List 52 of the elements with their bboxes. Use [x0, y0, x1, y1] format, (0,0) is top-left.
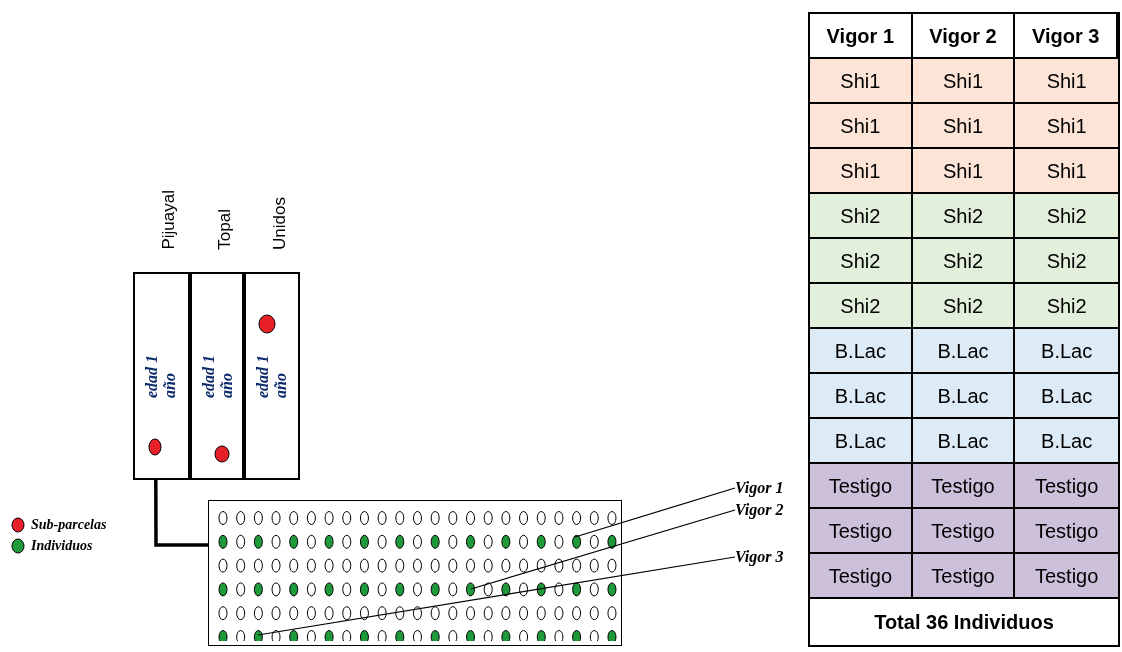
table-cell: Shi2: [1015, 284, 1118, 329]
table-cell: Shi2: [1015, 239, 1118, 284]
table-cell: B.Lac: [912, 329, 1016, 374]
table-cell: B.Lac: [1015, 419, 1118, 464]
column-label: Topal: [215, 209, 233, 250]
table-cell: Shi1: [1015, 59, 1118, 104]
table-cell: Testigo: [1015, 464, 1118, 509]
plot-age-label: edad 1 año: [200, 354, 236, 398]
table-cell: Shi1: [912, 149, 1016, 194]
table-cell: Testigo: [1015, 554, 1118, 599]
table-cell: Shi1: [1015, 104, 1118, 149]
table-cell: B.Lac: [912, 419, 1016, 464]
legend-label: Sub-parcelas: [31, 518, 107, 532]
legend-label: Individuos: [31, 539, 93, 553]
table-cell: B.Lac: [810, 374, 913, 419]
vigor-label: Vigor 2: [735, 499, 784, 521]
table-cell: B.Lac: [912, 374, 1016, 419]
vigor-label: Vigor 1: [735, 477, 784, 499]
table-cell: B.Lac: [1015, 374, 1118, 419]
plot-age-label: edad 1 año: [254, 354, 290, 398]
table-cell: Shi2: [1015, 194, 1118, 239]
table-cell: Shi1: [912, 59, 1016, 104]
table-cell: Shi2: [810, 194, 913, 239]
table-cell: B.Lac: [810, 419, 913, 464]
leader-line: [574, 487, 736, 538]
table-cell: Shi1: [912, 104, 1016, 149]
column-label: Unidos: [270, 197, 288, 250]
table-cell: Shi1: [810, 104, 913, 149]
table-cell: Shi2: [912, 194, 1016, 239]
table-cell: Testigo: [912, 554, 1016, 599]
table-cell: B.Lac: [1015, 329, 1118, 374]
table-cell: Testigo: [810, 554, 913, 599]
connector-line: [154, 480, 208, 547]
table-cell: Testigo: [912, 464, 1016, 509]
table-cell: Shi1: [810, 149, 913, 194]
table-cell: Shi2: [810, 239, 913, 284]
table-cell: Testigo: [912, 509, 1016, 554]
table-cell: B.Lac: [810, 329, 913, 374]
vigor-label: Vigor 3: [735, 546, 784, 568]
column-label: Pijuayal: [160, 190, 177, 250]
plot-age-label: edad 1 año: [143, 354, 179, 398]
table-cell: Testigo: [810, 464, 913, 509]
leader-line: [257, 556, 736, 636]
leader-line: [470, 509, 736, 590]
table-cell: Shi1: [810, 59, 913, 104]
table-cell: Testigo: [1015, 509, 1118, 554]
table-cell: Testigo: [810, 509, 913, 554]
table-cell: Shi2: [912, 239, 1016, 284]
table-cell: Shi2: [912, 284, 1016, 329]
table-cell: Shi2: [810, 284, 913, 329]
table-cell: Shi1: [1015, 149, 1118, 194]
table-footer: Total 36 Individuos: [810, 599, 1118, 645]
